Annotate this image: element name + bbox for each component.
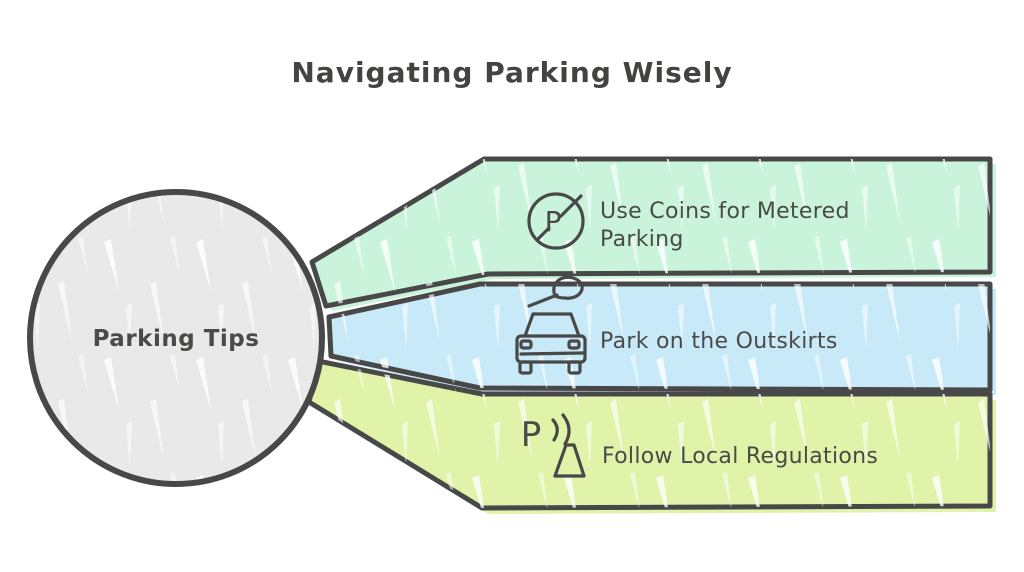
center-label: Parking Tips (93, 326, 260, 352)
eco-car-icon (515, 275, 587, 375)
icon-letter-p: P (545, 205, 562, 238)
tip-label-line: Parking (600, 227, 684, 252)
tip-node-outskirts: Park on the Outskirts (326, 275, 996, 395)
tip-label-line: Follow Local Regulations (602, 444, 878, 469)
center-node: Parking Tips (27, 189, 325, 487)
diagram-title: Navigating Parking Wisely (291, 56, 732, 89)
tip-ribbon-texture (312, 159, 990, 306)
tip-ribbon-texture (309, 361, 990, 508)
parking-signal-cone-icon: P (521, 413, 586, 478)
center-circle-texture (33, 195, 319, 481)
no-parking-sign-icon: P (527, 192, 585, 250)
tip-label-line: Use Coins for Metered (600, 199, 850, 224)
tip-ribbon-texture (329, 284, 990, 390)
tip-node-metered-parking: P Use Coins for Metered Parking (309, 156, 996, 311)
tip-label-line: Park on the Outskirts (600, 329, 838, 354)
icon-letter-p: P (521, 415, 542, 455)
